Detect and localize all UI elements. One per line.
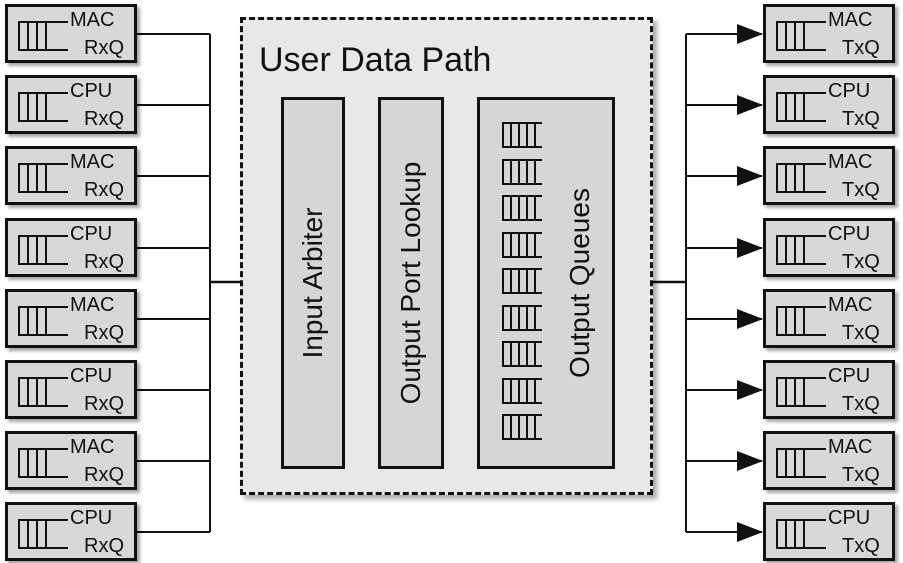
queue-icon xyxy=(18,21,68,51)
tx-queue-5: MAC TxQ xyxy=(763,289,895,348)
queue-icon xyxy=(18,163,68,193)
tx-queue-direction: TxQ xyxy=(842,464,880,486)
queue-icon xyxy=(18,519,68,549)
tx-queue-type: CPU xyxy=(828,365,871,387)
rx-queue-type: MAC xyxy=(70,436,115,458)
output-queue-icon xyxy=(502,231,542,258)
queue-icon xyxy=(18,377,68,407)
input-arbiter: Input Arbiter xyxy=(281,97,345,469)
queue-icon xyxy=(18,92,68,122)
input-arbiter-label: Input Arbiter xyxy=(297,207,328,359)
tx-queue-direction: TxQ xyxy=(842,322,880,344)
rx-queue-5: MAC RxQ xyxy=(5,289,137,348)
queue-icon xyxy=(18,306,68,336)
output-queue-icon xyxy=(502,341,542,367)
rx-queue-type: CPU xyxy=(70,365,113,387)
tx-queue-direction: TxQ xyxy=(842,393,880,415)
tx-queue-type: CPU xyxy=(828,80,871,102)
queue-icon xyxy=(776,235,826,265)
tx-queue-direction: TxQ xyxy=(842,179,880,201)
output-queues: Output Queues xyxy=(477,97,615,469)
rx-queue-direction: RxQ xyxy=(84,393,124,415)
queue-icon xyxy=(776,163,826,193)
tx-wires xyxy=(685,24,763,542)
tx-queue-8: CPU TxQ xyxy=(763,502,895,561)
user-data-path: User Data Path Input Arbiter Output Port… xyxy=(240,17,653,495)
user-data-path-title: User Data Path xyxy=(259,41,492,79)
rx-queue-direction: RxQ xyxy=(84,108,124,130)
queue-icon xyxy=(776,377,826,407)
rx-queue-7: MAC RxQ xyxy=(5,431,137,490)
tx-queue-type: CPU xyxy=(828,507,871,529)
rx-queue-type: CPU xyxy=(70,80,113,102)
rx-queue-type: CPU xyxy=(70,223,113,245)
queue-icon xyxy=(776,21,826,51)
output-queue-icon xyxy=(502,377,542,404)
tx-queue-type: MAC xyxy=(828,294,873,316)
tx-queue-direction: TxQ xyxy=(842,535,880,557)
rx-queue-3: MAC RxQ xyxy=(5,146,137,205)
rx-queue-direction: RxQ xyxy=(84,464,124,486)
tx-queue-direction: TxQ xyxy=(842,251,880,273)
output-queue-icon xyxy=(502,158,542,185)
rx-wires xyxy=(137,33,211,533)
rx-queue-type: CPU xyxy=(70,507,113,529)
tx-queue-7: MAC TxQ xyxy=(763,431,895,490)
rx-queue-8: CPU RxQ xyxy=(5,502,137,561)
rx-queue-6: CPU RxQ xyxy=(5,360,137,419)
tx-queue-2: CPU TxQ xyxy=(763,75,895,134)
rx-queue-direction: RxQ xyxy=(84,251,124,273)
output-queue-icon xyxy=(502,414,542,440)
rx-queue-type: MAC xyxy=(70,151,115,173)
output-port-lookup: Output Port Lookup xyxy=(378,97,444,469)
tx-queue-3: MAC TxQ xyxy=(763,146,895,205)
queue-icon xyxy=(776,519,826,549)
queue-icon xyxy=(18,235,68,265)
rx-queue-direction: RxQ xyxy=(84,37,124,59)
rx-queue-direction: RxQ xyxy=(84,322,124,344)
queue-icon xyxy=(18,448,68,478)
tx-queue-direction: TxQ xyxy=(842,37,880,59)
rx-queue-direction: RxQ xyxy=(84,535,124,557)
queue-icon xyxy=(776,92,826,122)
rx-queue-1: MAC RxQ xyxy=(5,4,137,63)
tx-queue-type: MAC xyxy=(828,9,873,31)
output-queues-label: Output Queues xyxy=(564,188,595,378)
rx-queue-4: CPU RxQ xyxy=(5,218,137,277)
tx-queue-type: MAC xyxy=(828,151,873,173)
queue-icon xyxy=(776,448,826,478)
rx-queue-type: MAC xyxy=(70,9,115,31)
output-port-lookup-label: Output Port Lookup xyxy=(395,161,426,405)
tx-queue-direction: TxQ xyxy=(842,108,880,130)
queue-icon xyxy=(776,306,826,336)
output-queue-icon xyxy=(502,122,542,148)
output-queue-icon xyxy=(502,195,542,221)
rx-queue-direction: RxQ xyxy=(84,179,124,201)
tx-queue-4: CPU TxQ xyxy=(763,218,895,277)
output-queue-icon xyxy=(502,268,542,294)
tx-queue-type: CPU xyxy=(828,223,871,245)
output-queue-icon xyxy=(502,304,542,331)
tx-queue-6: CPU TxQ xyxy=(763,360,895,419)
rx-queue-2: CPU RxQ xyxy=(5,75,137,134)
tx-queue-type: MAC xyxy=(828,436,873,458)
tx-queue-1: MAC TxQ xyxy=(763,4,895,63)
rx-queue-type: MAC xyxy=(70,294,115,316)
